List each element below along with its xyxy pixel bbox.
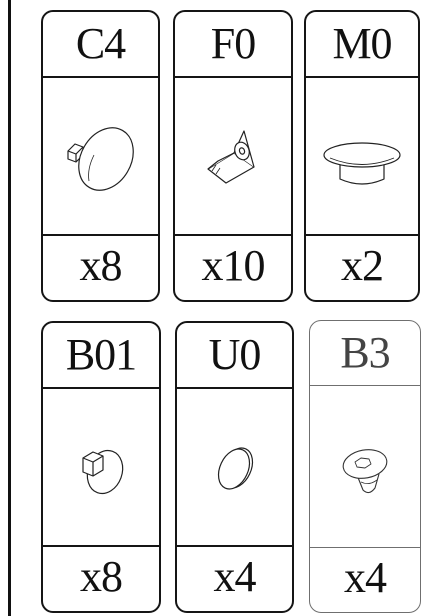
part-card-b01: B01 x8 — [41, 321, 161, 613]
part-card-b3: B3 x4 — [309, 320, 421, 613]
part-code: M0 — [306, 12, 418, 78]
part-quantity: x2 — [306, 234, 418, 300]
part-illustration — [177, 389, 292, 545]
part-code: B3 — [310, 321, 420, 386]
part-code: F0 — [175, 12, 291, 78]
part-card-f0: F0 x10 — [173, 10, 293, 302]
part-quantity: x10 — [175, 234, 291, 300]
triangle-bracket-icon — [188, 111, 278, 201]
part-quantity: x4 — [310, 547, 420, 612]
part-card-u0: U0 x4 — [175, 321, 294, 613]
oval-disc-icon — [200, 422, 270, 512]
part-card-m0: M0 x2 — [304, 10, 420, 302]
margin-rule — [8, 0, 11, 616]
part-illustration — [175, 78, 291, 234]
part-illustration — [306, 78, 418, 234]
part-code: U0 — [177, 323, 292, 389]
button-head-bolt-icon — [325, 422, 405, 512]
part-illustration — [43, 78, 158, 234]
cap-plug-icon — [56, 111, 146, 201]
hex-cap-plug-icon — [61, 422, 141, 512]
part-illustration — [43, 389, 159, 545]
part-code: B01 — [43, 323, 159, 389]
part-card-c4: C4 x8 — [41, 10, 160, 302]
part-quantity: x8 — [43, 234, 158, 300]
part-illustration — [310, 387, 420, 546]
part-quantity: x4 — [177, 545, 292, 611]
round-button-plug-icon — [312, 111, 412, 201]
part-code: C4 — [43, 12, 158, 78]
part-quantity: x8 — [43, 545, 159, 611]
